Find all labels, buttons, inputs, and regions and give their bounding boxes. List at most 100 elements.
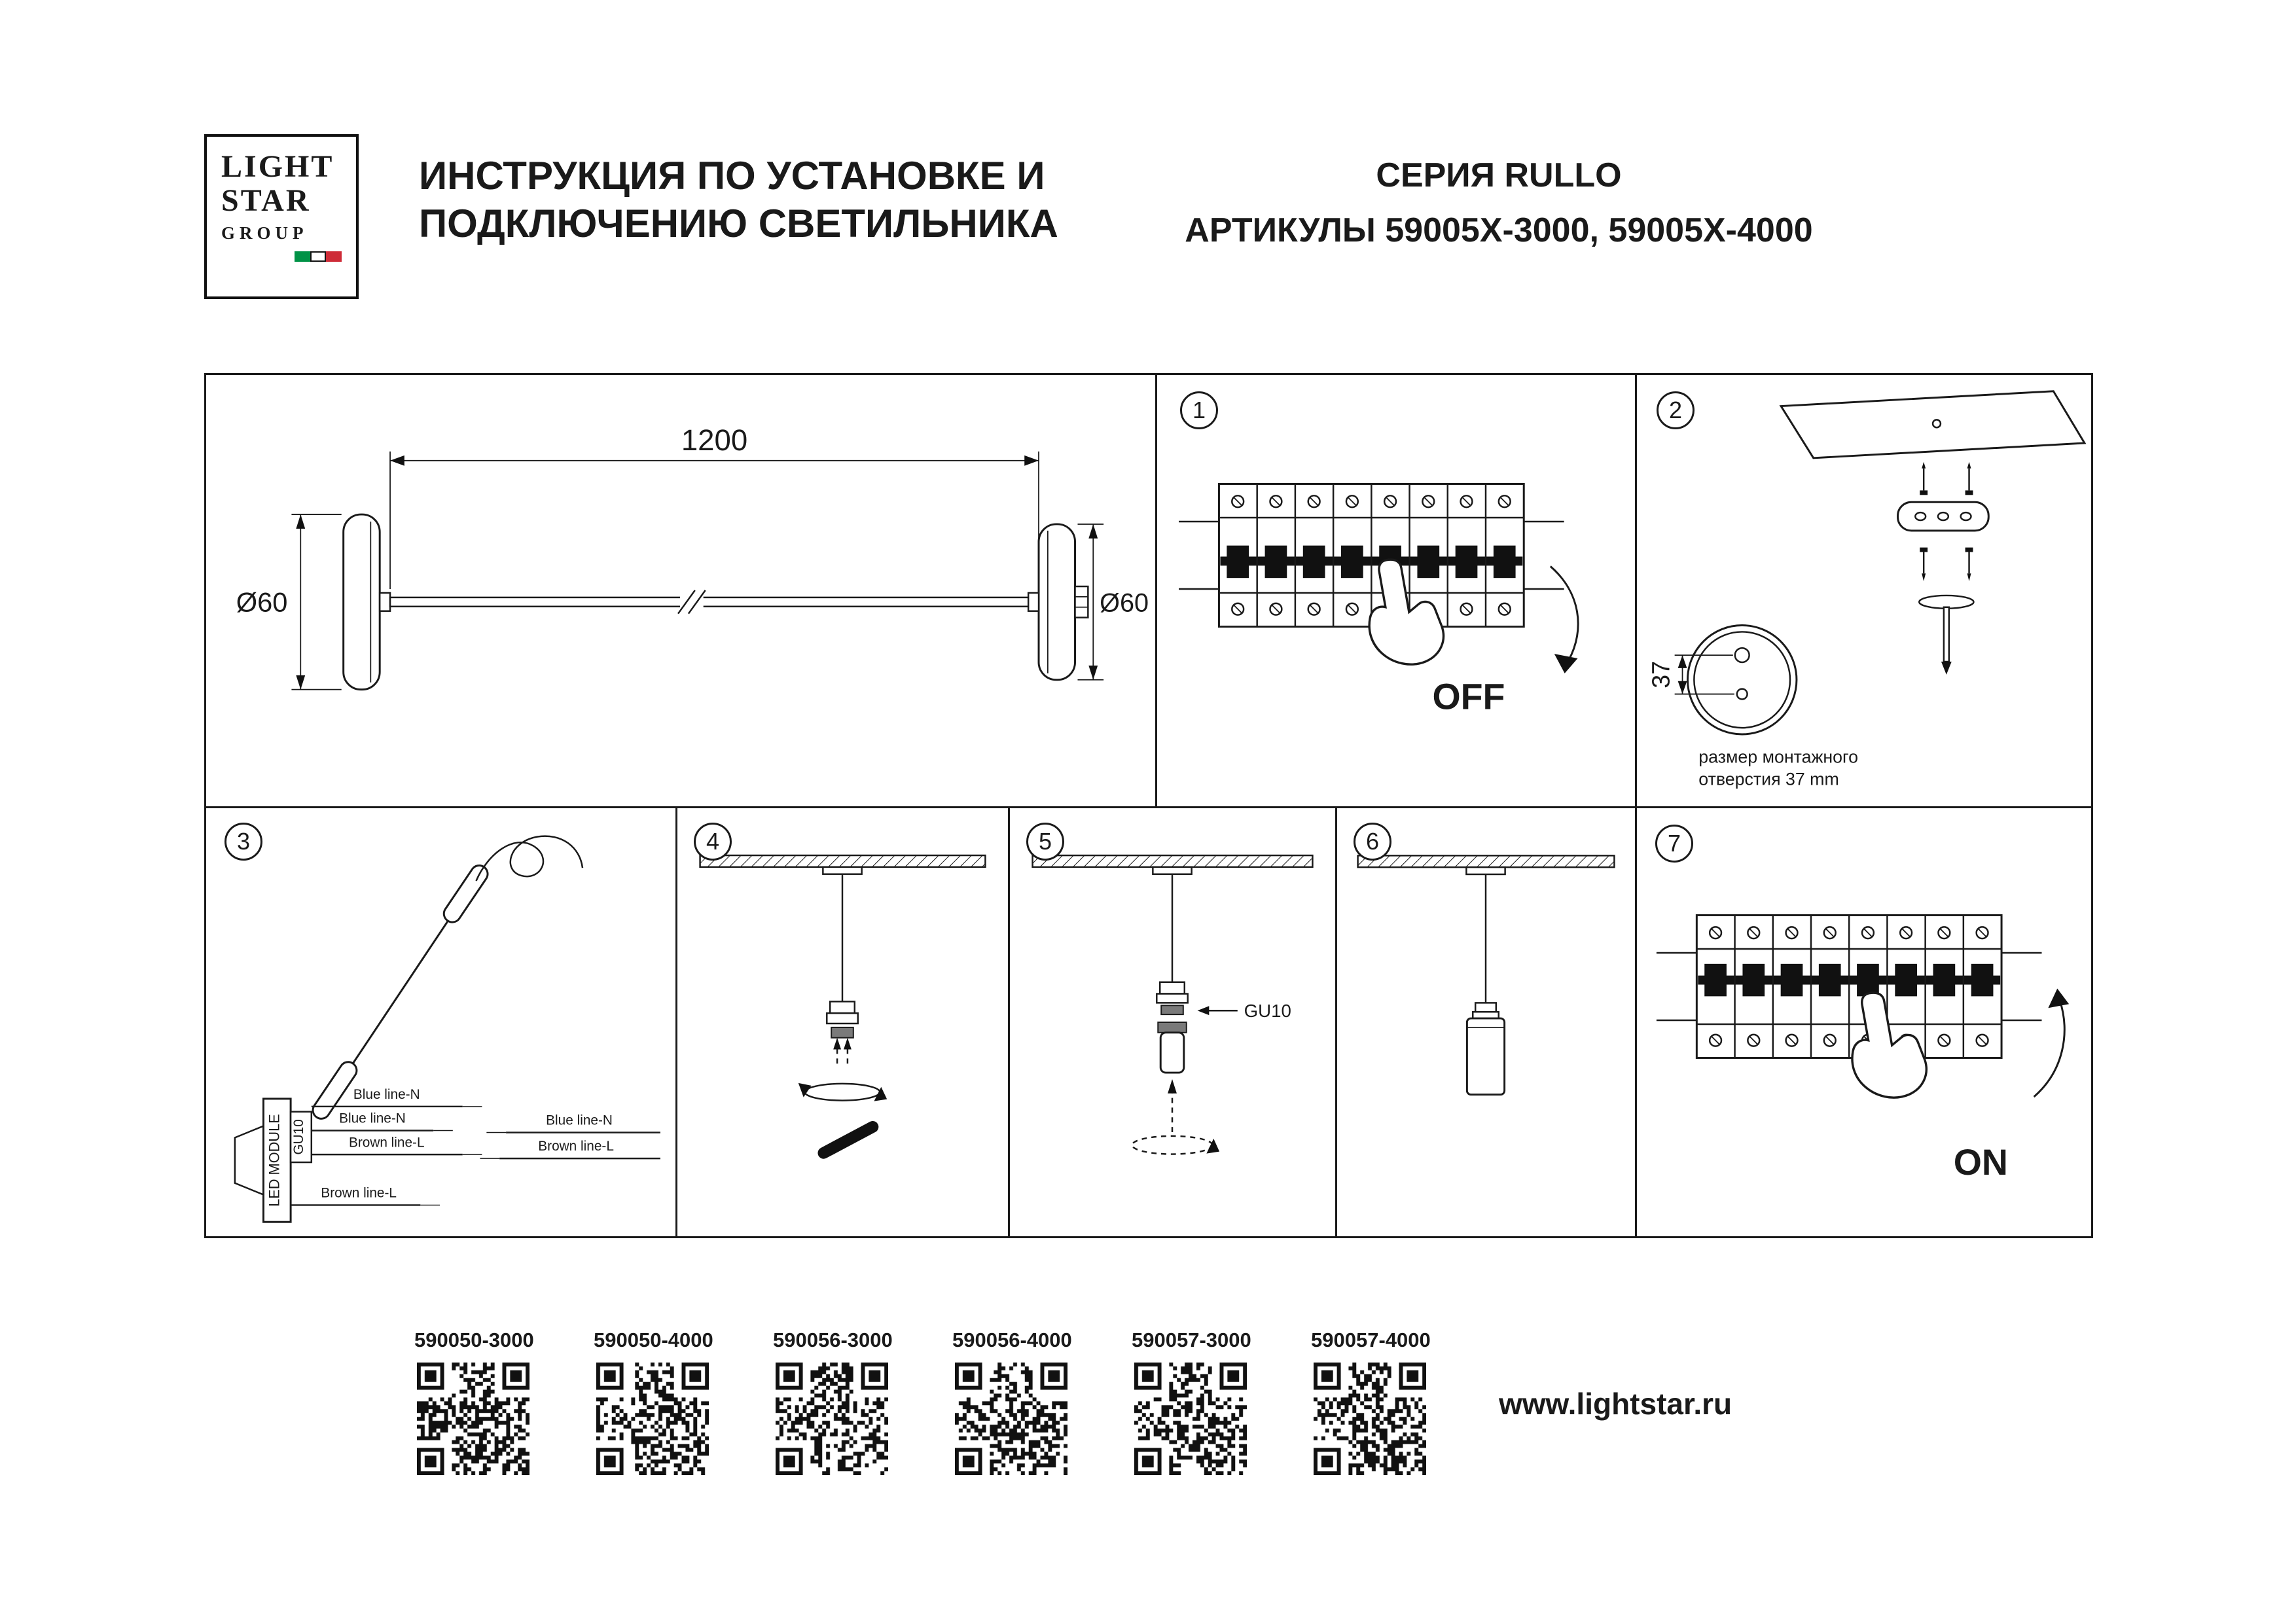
switch-off-drawing: OFF [1179,482,1579,717]
qr-block-1: 590050-3000 [414,1329,534,1475]
qr-code-image [1314,1363,1426,1475]
rotate-arrow-icon [1131,1135,1220,1155]
insert-arrows-icon [833,1037,852,1064]
panel-step-2: 2 [1635,373,2093,808]
panel-step-5: 5 GU10 [1008,806,1337,1238]
qr-label: 590056-3000 [773,1329,893,1351]
mounting-note-line1: размер монтажного [1698,747,1858,767]
anchor-pin [1918,594,1975,675]
turn-off-arrow-icon [1549,565,1579,673]
ceiling-section [1031,854,1314,875]
mounting-plate [1686,624,1798,736]
assembled-pendant-drawing [1357,855,1615,1096]
hole-dimension: 37 [1647,654,1734,695]
pendant-shade [1465,1002,1506,1096]
power-cable [475,835,584,882]
document-title: ИНСТРУКЦИЯ ПО УСТАНОВКЕ И ПОДКЛЮЧЕНИЮ СВ… [419,152,1058,247]
shade-attach-drawing: GU10 [1031,854,1314,1155]
qr-label: 590050-3000 [414,1329,534,1351]
wire-label-4: Brown line-L [321,1186,397,1201]
step-number-2: 2 [1657,391,1695,429]
lightstar-logo: LIGHT STAR GROUP [204,134,359,299]
wire-label-1: Blue line-N [353,1087,420,1102]
panel-step-3: 3 LED MODULE GU10 Blue line-N Blue line-… [204,806,677,1238]
screw-up-arrow-icon [1168,1079,1177,1132]
step-number-7: 7 [1655,825,1693,863]
led-module-label: LED MODULE [266,1114,282,1207]
canopy-plate [1897,501,1990,532]
hole-dimension-label: 37 [1647,661,1675,688]
step-number-1: 1 [1180,391,1218,429]
qr-label: 590057-4000 [1311,1329,1431,1351]
series-header: СЕРИЯ RULLO АРТИКУЛЫ 59005X-3000, 59005X… [1158,156,1839,250]
mounting-screws-upper [1920,461,1973,495]
article-numbers: АРТИКУЛЫ 59005X-3000, 59005X-4000 [1185,211,1813,249]
fixture-dimensions-drawing: 1200 Ø60 Ø60 [236,423,1149,691]
mains-wire-label-1: Blue line-N [546,1113,613,1128]
qr-label: 590057-3000 [1132,1329,1251,1351]
website-url: www.lightstar.ru [1499,1387,1732,1421]
panel-step-4: 4 [675,806,1010,1238]
wiring-drawing: LED MODULE GU10 Blue line-N Blue line-N … [234,835,660,1223]
pointing-hand-icon [1851,991,1928,1099]
panel-step-6: 6 [1335,806,1637,1238]
wire-label-3: Brown line-L [349,1135,425,1150]
qr-code-image [955,1363,1067,1475]
ceiling-section [1357,855,1615,876]
step-number-3: 3 [224,823,262,861]
qr-block-3: 590056-3000 [773,1329,893,1475]
gu10-lamp [817,1121,879,1159]
panel-fixture-dimensions: 1200 Ø60 Ø60 [204,373,1157,808]
turn-on-arrow-icon [2033,988,2070,1098]
mounting-note-line2: отверстия 37 mm [1698,769,1839,789]
qr-block-4: 590056-4000 [952,1329,1072,1475]
wire-label-2: Blue line-N [339,1111,406,1126]
gu10-socket-label: GU10 [291,1119,306,1154]
title-line-2: ПОДКЛЮЧЕНИЮ СВЕТИЛЬНИКА [419,202,1058,246]
right-diameter-label: Ø60 [1100,589,1149,618]
ceiling-mounting-drawing: 37 размер монтажного отверстия 37 mm [1647,390,2087,789]
left-diameter-label: Ø60 [236,587,288,618]
lamp-insert-drawing [699,854,986,1159]
qr-block-6: 590057-4000 [1311,1329,1431,1475]
qr-label: 590056-4000 [952,1329,1072,1351]
module-wires: Blue line-N Blue line-N Brown line-L Bro… [291,1087,482,1206]
step-number-4: 4 [694,823,732,861]
series-name: СЕРИЯ RULLO [1376,156,1622,194]
lamp-socket [1156,981,1189,1016]
qr-code-row: 590050-3000 590050-4000 590056-3000 5900… [414,1329,1431,1475]
step-number-5: 5 [1026,823,1064,861]
logo-word-group: GROUP [221,223,308,243]
fixture-right-disc [1027,523,1089,681]
title-line-1: ИНСТРУКЦИЯ ПО УСТАНОВКЕ И [419,154,1045,198]
left-diameter-dimension: Ø60 [236,514,342,690]
circuit-breaker-panel [1656,914,2042,1059]
length-label: 1200 [681,423,747,457]
rotate-arrow-icon [798,1082,888,1101]
qr-code-image [1134,1363,1247,1475]
ceiling-section [699,854,986,875]
circuit-breaker-panel [1179,482,1564,628]
lamp-socket [826,1001,859,1039]
on-label: ON [1954,1142,2008,1183]
mains-wire-label-2: Brown line-L [538,1139,614,1154]
shade-cylinder [1157,1022,1187,1074]
qr-block-5: 590057-3000 [1132,1329,1251,1475]
fixture-left-disc [342,513,391,691]
switch-on-drawing: ON [1656,914,2070,1183]
pointing-hand-icon [1368,558,1445,666]
qr-code-image [776,1363,888,1475]
qr-code-image [596,1363,709,1475]
qr-code-image [417,1363,529,1475]
fixture-rod [389,590,1040,615]
qr-label: 590050-4000 [594,1329,713,1351]
panel-step-1: 1 [1155,373,1637,808]
gu10-callout: GU10 [1197,1001,1291,1021]
mounting-screws-lower [1920,547,1973,582]
panel-step-7: 7 [1635,806,2093,1238]
led-module-diagram: LED MODULE GU10 [234,1097,313,1223]
italy-flag-icon [221,251,342,262]
gu10-lamp-label: GU10 [1244,1001,1291,1021]
qr-block-2: 590050-4000 [594,1329,713,1475]
logo-word-star: STAR [221,183,311,218]
